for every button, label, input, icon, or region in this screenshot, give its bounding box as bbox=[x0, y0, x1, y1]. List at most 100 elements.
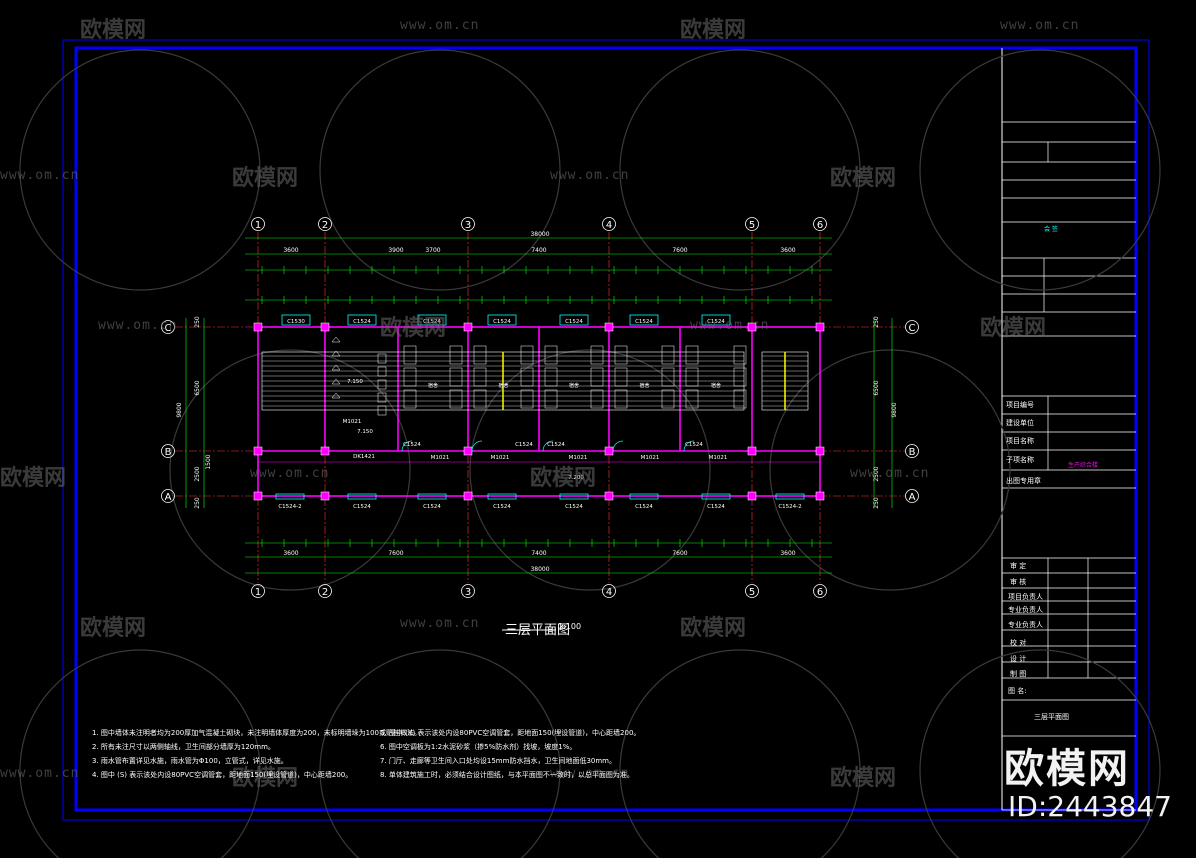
window-top bbox=[347, 314, 377, 326]
dim-overall-value-bottom: 38000 bbox=[530, 566, 549, 573]
window-bottom bbox=[629, 493, 659, 500]
window-label-top: C1524 bbox=[635, 319, 653, 325]
window-bottom bbox=[775, 493, 805, 500]
axis-label-bottom: 3 bbox=[465, 587, 471, 598]
dim-row1-value: 7600 bbox=[672, 247, 687, 254]
drawing-title: 三层平面图 bbox=[505, 623, 571, 638]
elevation-label: 7.150 bbox=[357, 429, 373, 435]
urinal-fixture bbox=[331, 378, 341, 385]
axis-bubble-bottom bbox=[813, 584, 827, 598]
bed bbox=[449, 345, 463, 365]
bed bbox=[544, 389, 558, 409]
bed bbox=[473, 367, 487, 387]
column bbox=[747, 491, 757, 501]
tb-label-client: 建设单位 bbox=[1006, 419, 1034, 427]
bed bbox=[403, 345, 417, 365]
axis-label-top: 3 bbox=[465, 220, 471, 231]
axis-bubble-bottom bbox=[745, 584, 759, 598]
bed bbox=[685, 389, 699, 409]
watermark-url: www.om.cn bbox=[850, 466, 930, 481]
tb-label-drawing-name: 图 名: bbox=[1008, 687, 1027, 695]
dim-side-right-value: 2500 bbox=[873, 466, 880, 481]
tb-subitem-value: 生产综合楼 bbox=[1068, 462, 1099, 469]
door-swing bbox=[542, 440, 554, 452]
bed bbox=[473, 389, 487, 409]
watermark-url: www.om.cn bbox=[550, 766, 630, 781]
column bbox=[463, 491, 473, 501]
window-label-mid: C1524 bbox=[685, 442, 703, 448]
axis-bubble-bottom bbox=[461, 584, 475, 598]
column bbox=[747, 446, 757, 456]
watermark-url: www.om.cn bbox=[550, 168, 630, 183]
room-label: 宿舍 bbox=[428, 382, 438, 389]
watermark-logo: 欧模网 bbox=[232, 166, 299, 191]
tb-label-lead-2: 专业负责人 bbox=[1008, 621, 1043, 629]
dim-side-left-value: 250 bbox=[194, 316, 201, 328]
window-bottom bbox=[275, 493, 305, 500]
axis-label-left: A bbox=[165, 492, 172, 503]
door-label-corridor: M1021 bbox=[491, 455, 510, 461]
window-label-bottom: C1524 bbox=[493, 504, 511, 510]
bed bbox=[520, 345, 534, 365]
bed bbox=[590, 389, 604, 409]
axis-bubble-top bbox=[745, 217, 759, 231]
window-label-bottom: C1524 bbox=[707, 504, 725, 510]
dim-side-right-value: 6500 bbox=[873, 380, 880, 395]
axis-label-bottom: 5 bbox=[749, 587, 755, 598]
column bbox=[253, 322, 263, 332]
column bbox=[320, 322, 330, 332]
watermark-logo: 欧模网 bbox=[680, 616, 747, 641]
window-label-bottom: C1524-2 bbox=[778, 504, 801, 510]
door-swing bbox=[683, 440, 695, 452]
watermark-url: www.om.cn bbox=[1000, 18, 1080, 33]
dim-row1-value: 3900 bbox=[388, 247, 403, 254]
column bbox=[463, 322, 473, 332]
window-top bbox=[417, 314, 447, 326]
watermark-url: www.om.cn bbox=[400, 616, 480, 631]
toilet-fixture bbox=[377, 405, 387, 416]
column bbox=[815, 446, 825, 456]
axis-label-top: 1 bbox=[255, 220, 261, 231]
watermark-logo: 欧模网 bbox=[530, 466, 597, 491]
note-right-4: 8. 单体建筑施工时，必须结合设计图纸，与本平面图不一致时，以总平面图为准。 bbox=[380, 771, 634, 779]
bed bbox=[449, 367, 463, 387]
axis-label-top: 5 bbox=[749, 220, 755, 231]
window-label-bottom: C1524 bbox=[635, 504, 653, 510]
door-label-corridor: M1021 bbox=[431, 455, 450, 461]
bed bbox=[544, 367, 558, 387]
room-label: 宿舍 bbox=[711, 382, 721, 389]
window-bottom bbox=[701, 493, 731, 500]
column bbox=[253, 491, 263, 501]
watermark-url: www.om.cn bbox=[98, 318, 178, 333]
watermark-logo: 欧模网 bbox=[232, 766, 299, 791]
column bbox=[815, 491, 825, 501]
dim-side-right-value: 250 bbox=[873, 316, 880, 328]
watermark-id: ID:2443847 bbox=[1008, 790, 1172, 823]
dim-side-left-value: 250 bbox=[194, 497, 201, 509]
dim-overall-value: 38000 bbox=[530, 231, 549, 238]
watermark-logo: 欧模网 bbox=[80, 616, 147, 641]
urinal-fixture bbox=[331, 364, 341, 371]
door-label: M1021 bbox=[343, 419, 362, 425]
bed bbox=[733, 345, 747, 365]
note-left-2: 2. 所有未注尺寸以两侧轴线，卫生间部分墙厚为120mm。 bbox=[92, 743, 275, 751]
axis-label-bottom: 1 bbox=[255, 587, 261, 598]
axis-label-right: B bbox=[909, 447, 916, 458]
axis-label-bottom: 2 bbox=[322, 587, 328, 598]
window-label-top: C1524 bbox=[353, 319, 371, 325]
tb-label-project-name: 项目名称 bbox=[1006, 437, 1034, 445]
urinal-fixture bbox=[331, 336, 341, 343]
watermark-logo: 欧模网 bbox=[80, 18, 147, 43]
bed bbox=[544, 345, 558, 365]
dim-bottom-value: 7600 bbox=[388, 550, 403, 557]
watermark-url: www.om.cn bbox=[400, 18, 480, 33]
tb-drawing-name-value: 三层平面图 bbox=[1034, 713, 1069, 721]
column bbox=[604, 446, 614, 456]
dim-side-right-value: 9800 bbox=[891, 402, 898, 417]
dim-bottom-value: 7600 bbox=[672, 550, 687, 557]
column bbox=[604, 322, 614, 332]
watermark-logo: 欧模网 bbox=[380, 316, 447, 341]
elevation-label: 7.200 bbox=[568, 475, 584, 481]
